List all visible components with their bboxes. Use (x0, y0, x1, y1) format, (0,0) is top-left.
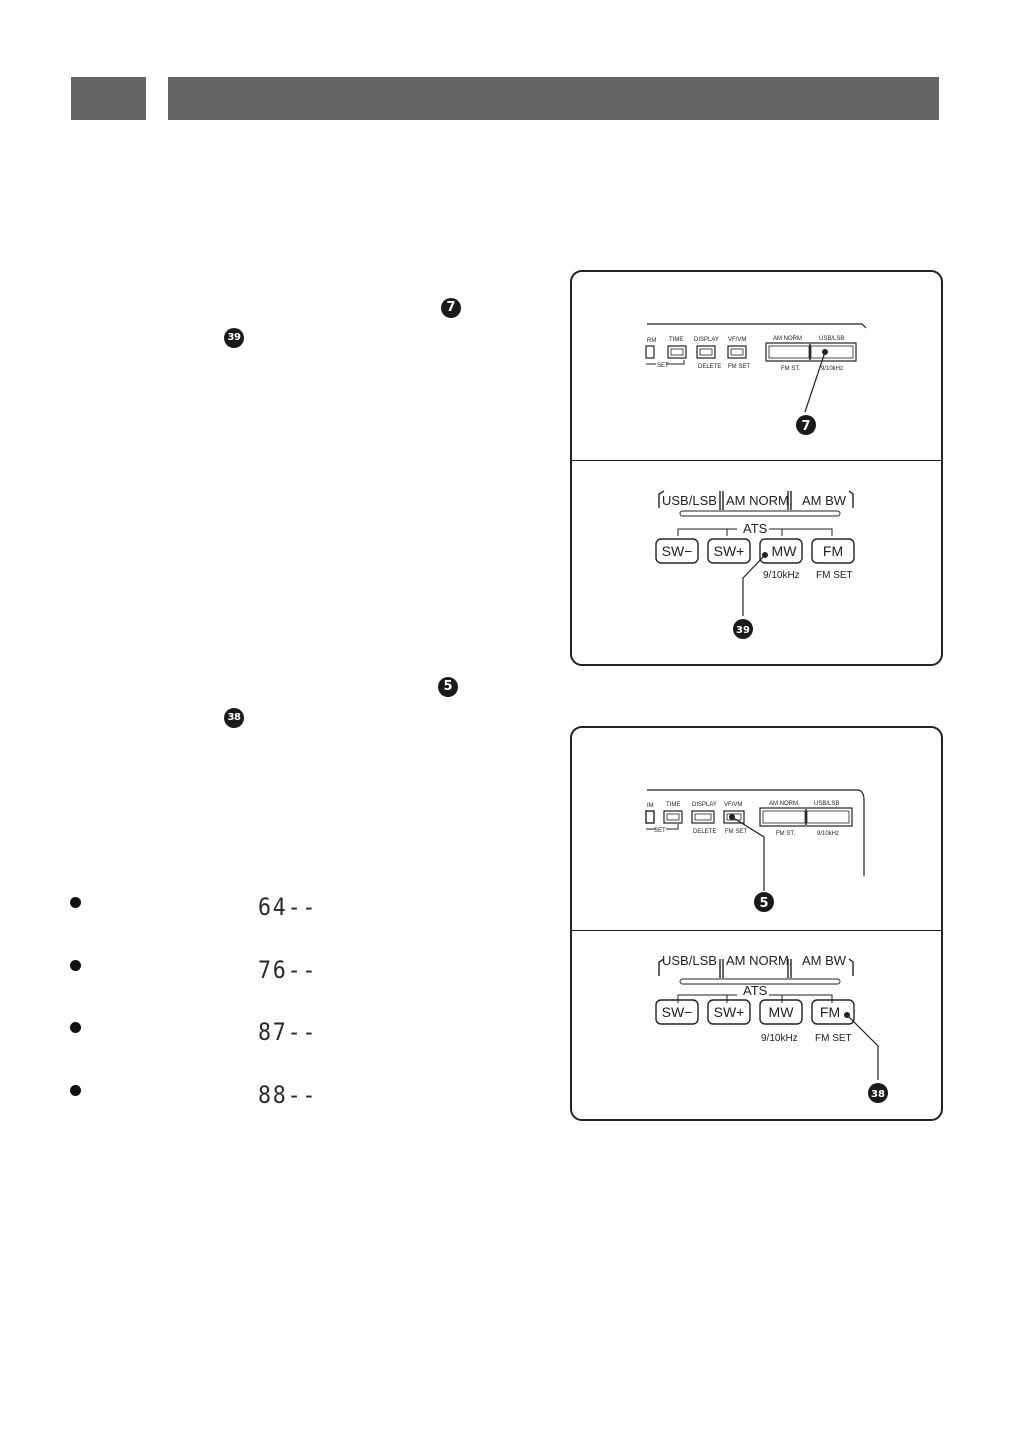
figure-panel-1: RM TIME DISPLAY VF/VM AM NORM USB/LSB SE… (570, 270, 943, 666)
panel-divider (572, 460, 941, 461)
bullet (70, 1022, 81, 1033)
header-tab (71, 77, 146, 120)
panel-2-bottom-drawing: USB/LSB AM NORM. AM BW ATS SW− SW+ MW FM… (655, 953, 888, 1103)
front-panel-illustration: RM TIME DISPLAY VF/VM AM NORM USB/LSB SE… (645, 323, 867, 413)
tiny-sublabel-fmset: FM SET (728, 364, 750, 370)
panel-1-drawing: RM TIME DISPLAY VF/VM AM NORM USB/LSB SE… (645, 323, 867, 435)
label-usb-lsb: USB/LSB (662, 953, 717, 968)
button-sw-minus: SW− (662, 1004, 693, 1020)
button-sw-plus: SW+ (714, 1004, 745, 1020)
button-fm: FM (820, 1004, 840, 1020)
callout-7-badge: 7 (796, 415, 816, 435)
button-fm: FM (823, 543, 843, 559)
panel-2-drawing: IM TIME DISPLAY VF/VM AM NORM. USB/LSB S… (645, 789, 865, 912)
tiny-sublabel-fmst: FM ST. (781, 366, 800, 372)
callout-5-badge: 5 (754, 892, 774, 912)
tiny-label-vfvm: VF/VM (724, 802, 742, 808)
tiny-sublabel-delete: DELETE (693, 829, 716, 835)
label-am-norm: AM NORM. (726, 953, 792, 968)
tiny-label-amnorm: AM NORM (773, 336, 802, 342)
svg-text:5: 5 (759, 896, 768, 911)
button-mw: MW (769, 1004, 795, 1020)
button-sw-minus: SW− (662, 543, 693, 559)
panel-divider (572, 930, 941, 931)
tiny-label-im: IM (647, 803, 654, 809)
tiny-sublabel-910: 9/10kHz (821, 366, 843, 372)
tiny-label-rm: RM (647, 338, 656, 344)
tiny-sublabel-fmst: FM ST. (776, 831, 795, 837)
tiny-sublabel-fmset: FM SET (725, 829, 747, 835)
display-value: 88-- (258, 1081, 318, 1109)
button-sw-plus: SW+ (714, 543, 745, 559)
sublabel-fm-set: FM SET (816, 570, 853, 581)
figure-panel-2: IM TIME DISPLAY VF/VM AM NORM. USB/LSB S… (570, 726, 943, 1121)
tiny-label-display: DISPLAY (694, 337, 719, 343)
front-panel-illustration: IM TIME DISPLAY VF/VM AM NORM. USB/LSB S… (645, 789, 865, 891)
callout-39-marker: 39 (224, 328, 244, 348)
callout-39-badge: 39 (733, 619, 753, 639)
radio-band-buttons: USB/LSB AM NORM. AM BW ATS SW− SW+ MW FM… (655, 490, 855, 616)
sublabel-9-10khz: 9/10kHz (763, 570, 800, 581)
bullet (70, 897, 81, 908)
tiny-sublabel-910: 9/10kHz (817, 831, 839, 837)
label-am-bw: AM BW (802, 953, 847, 968)
tiny-label-amnorm: AM NORM. (769, 801, 800, 807)
display-value: 87-- (258, 1018, 318, 1046)
radio-band-buttons: USB/LSB AM NORM. AM BW ATS SW− SW+ MW FM… (655, 953, 879, 1080)
tiny-sublabel-delete: DELETE (698, 364, 721, 370)
display-value: 76-- (258, 956, 318, 984)
header-bar (168, 77, 939, 120)
sublabel-fm-set: FM SET (815, 1033, 852, 1044)
tiny-label-usblsb: USB/LSB (814, 801, 839, 807)
svg-text:39: 39 (736, 625, 750, 636)
callout-38-marker: 38 (224, 708, 244, 728)
tiny-label-time: TIME (669, 337, 683, 343)
bullet (70, 960, 81, 971)
sublabel-9-10khz: 9/10kHz (761, 1033, 798, 1044)
button-mw: MW (772, 543, 798, 559)
callout-38-badge: 38 (868, 1083, 888, 1103)
tiny-label-vfvm: VF/VM (728, 337, 746, 343)
label-am-bw: AM BW (802, 493, 847, 508)
label-usb-lsb: USB/LSB (662, 493, 717, 508)
tiny-label-time: TIME (666, 802, 680, 808)
display-value: 64-- (258, 893, 318, 921)
panel-1-bottom-drawing: USB/LSB AM NORM. AM BW ATS SW− SW+ MW FM… (655, 490, 855, 639)
label-ats: ATS (743, 983, 768, 998)
svg-text:38: 38 (871, 1089, 885, 1100)
tiny-sublabel-set: SET (657, 363, 669, 369)
tiny-label-usblsb: USB/LSB (819, 336, 844, 342)
label-ats: ATS (743, 521, 768, 536)
tiny-label-display: DISPLAY (692, 802, 717, 808)
bullet (70, 1085, 81, 1096)
svg-text:7: 7 (801, 419, 810, 434)
label-am-norm: AM NORM. (726, 493, 792, 508)
callout-5-marker: 5 (438, 677, 458, 697)
tiny-sublabel-set: SET (654, 828, 666, 834)
callout-7-marker: 7 (441, 298, 461, 318)
